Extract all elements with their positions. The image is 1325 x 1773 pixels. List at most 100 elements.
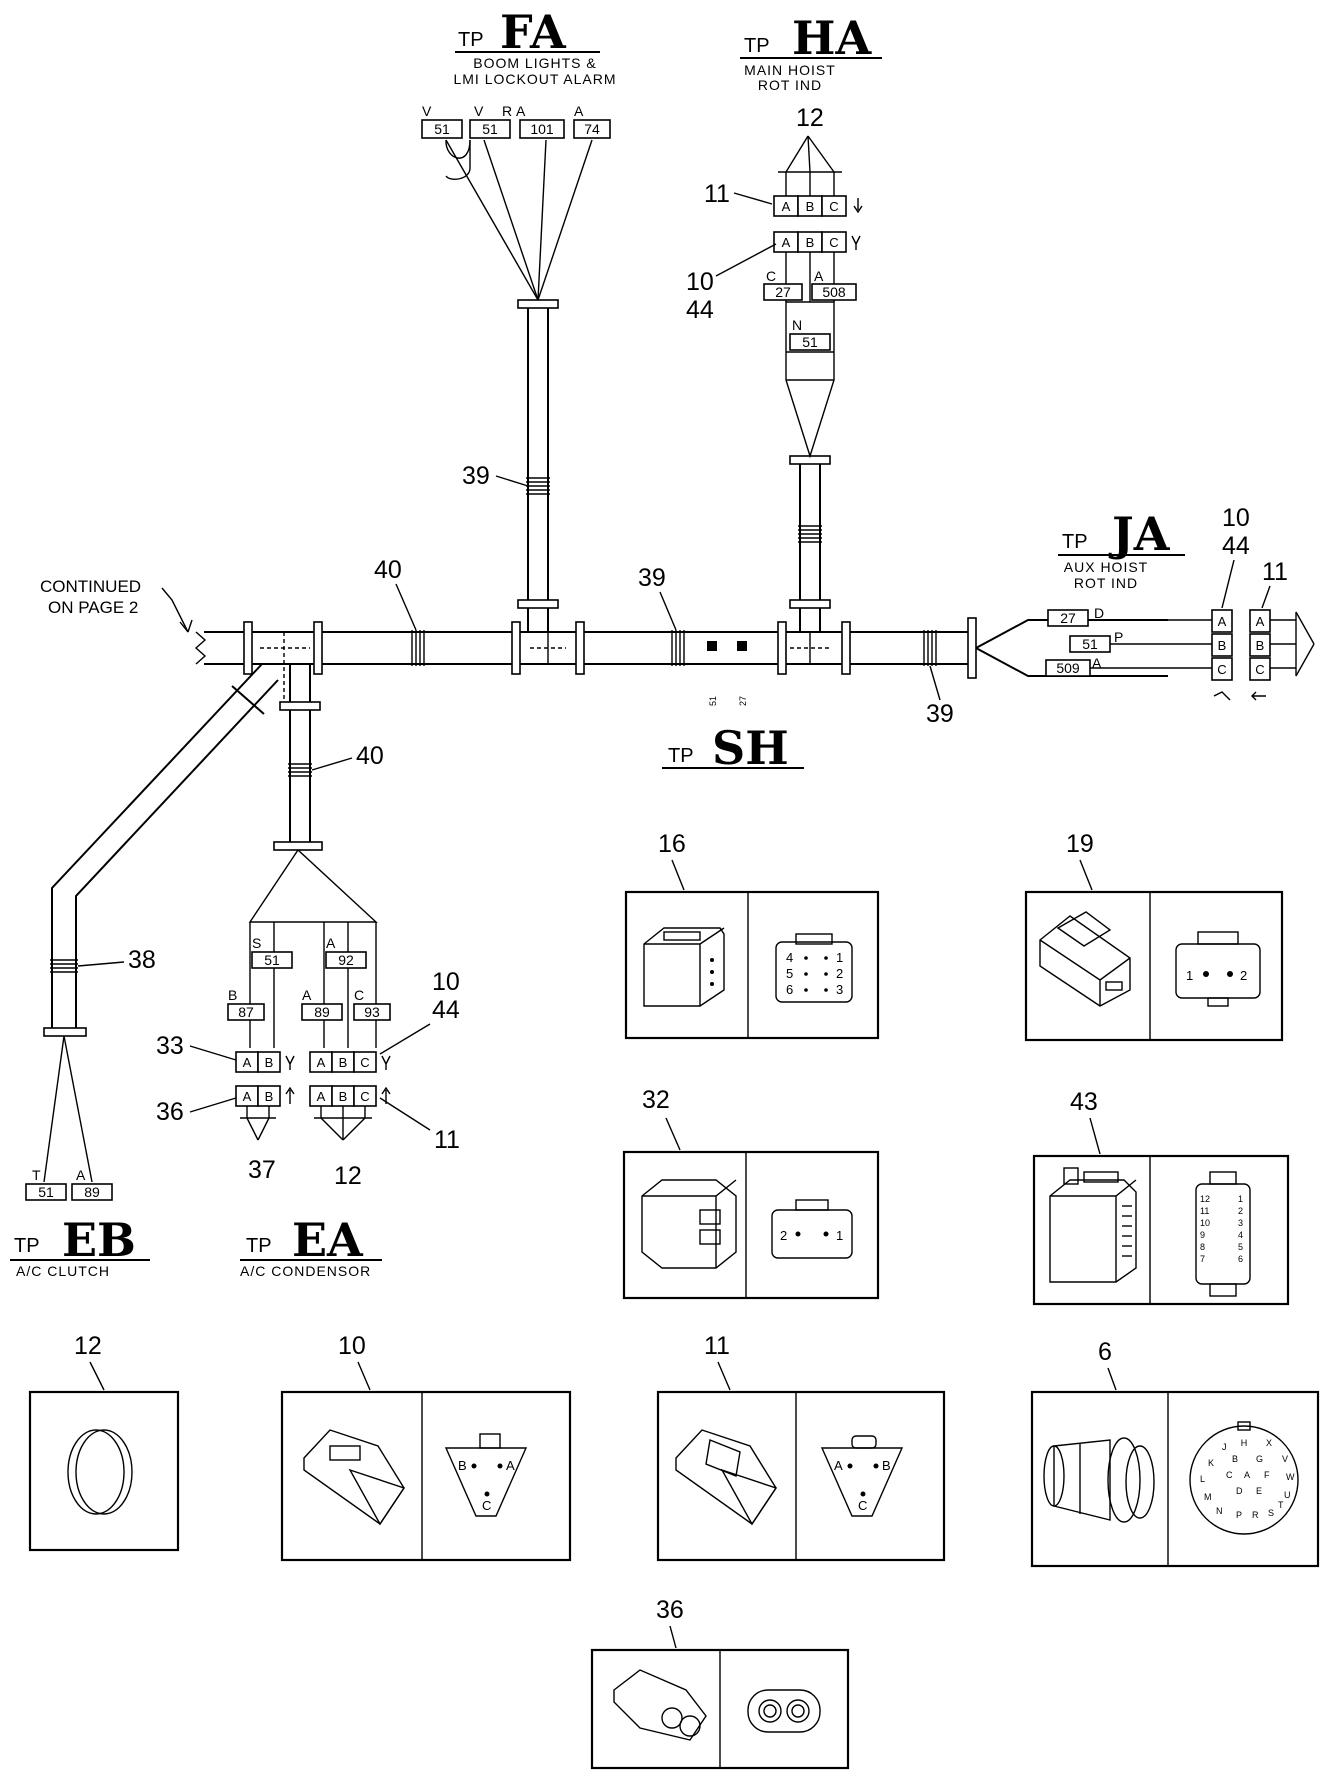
continued-leader (161, 587, 189, 633)
panel-43-housing-icon (1049, 1167, 1137, 1283)
panel-6-pin-f: F (1264, 1470, 1270, 1480)
ea-wire-labels: S A B A C 51 92 87 89 93 (227, 935, 391, 1021)
ha-wire-labels: C A N 27 508 51 (763, 268, 857, 351)
panel-43-pin-2: 2 (1238, 1206, 1243, 1216)
panel-16-pin-5: 5 (786, 966, 793, 981)
fa-letter-2: R (502, 103, 512, 119)
title-ea: TP EA A/C CONDENSOR (240, 1213, 382, 1279)
panel-6-pin-c: C (1226, 1470, 1233, 1480)
ja-letter-2: A (1092, 655, 1102, 671)
ha-pin-a-upper: A (782, 199, 791, 214)
ea10-pin-b: B (339, 1055, 348, 1070)
ea-letter-4: C (354, 987, 364, 1003)
panel-19-pinface-icon: 1 2 (1175, 931, 1261, 1007)
ha-pin-c-lower: C (829, 235, 838, 250)
title-eb-code: EB (62, 1213, 136, 1267)
part-panel-19: 19 1 2 (1024, 830, 1284, 1042)
ea10-pin-a: A (317, 1055, 326, 1070)
callout-44-ea: 44 (432, 996, 460, 1024)
eb-branch: T A 51 89 (25, 663, 279, 1201)
splice-label-27: 27 (738, 696, 748, 706)
panel-6-pin-a: A (1244, 1470, 1250, 1480)
title-ea-code: EA (292, 1213, 364, 1267)
callout-36-ea: 36 (156, 1098, 184, 1126)
panel-43-pin-4: 4 (1238, 1230, 1243, 1240)
panel-6-pin-w: W (1286, 1472, 1295, 1482)
panel-6-pin-l: L (1200, 1474, 1205, 1484)
ea-letter-1: A (326, 935, 336, 951)
panel-11-housing-icon (675, 1429, 778, 1526)
part-panel-6: 6 H X J B G V K C A F W L D E U (1030, 1338, 1320, 1568)
callout-33: 33 (156, 1032, 184, 1060)
eb-wire-0: 51 (38, 1184, 54, 1200)
panel-6-pin-p: P (1236, 1510, 1242, 1520)
ha-letter-2: N (792, 317, 802, 333)
panel-16-pin-6: 6 (786, 982, 793, 997)
ja-wire-2: 509 (1056, 660, 1080, 676)
panel-43-pin-11: 11 (1200, 1206, 1209, 1216)
panel-11-pin-a: A (834, 1458, 843, 1473)
splice-27 (737, 641, 747, 651)
callout-10-ja: 10 (1222, 504, 1250, 532)
panel-43-pin-9: 9 (1200, 1230, 1205, 1240)
ha-pin-a-lower: A (782, 235, 791, 250)
fa-wire-3: 74 (584, 121, 600, 137)
panel-43-pin-5: 5 (1238, 1242, 1243, 1252)
part-panel-43: 43 12 1 11 2 10 3 9 4 8 5 7 (1032, 1088, 1290, 1306)
ja-letter-1: P (1114, 629, 1123, 645)
panel-10-label: 10 (338, 1332, 366, 1360)
panel-36-housing-icon (613, 1669, 707, 1741)
title-ha-line2: ROT IND (758, 77, 822, 93)
ea-letter-3: A (302, 987, 312, 1003)
ha-letter-0: C (766, 268, 776, 284)
ha-letter-1: A (814, 268, 824, 284)
callout-11-ja: 11 (1262, 558, 1288, 586)
panel-6-pin-g: G (1256, 1454, 1263, 1464)
callout-10-ha: 10 (686, 268, 714, 296)
panel-16-pin-1: 1 (836, 950, 843, 965)
panel-16-housing-icon (643, 927, 725, 1007)
continued-note: CONTINUED ON PAGE 2 (40, 577, 207, 665)
fa-wire-1: 51 (482, 121, 498, 137)
panel-43-pin-1: 1 (1238, 1194, 1243, 1204)
main-trunk: 51 27 (204, 617, 1168, 706)
panel-6-pin-v: V (1282, 1454, 1288, 1464)
ea-wire-0: 51 (264, 952, 280, 968)
ea-connectors: A B A B C A B A B C (235, 1051, 391, 1141)
callout-10-ea: 10 (432, 968, 460, 996)
continued-line1: CONTINUED (40, 577, 141, 596)
panel-12-label: 12 (74, 1332, 102, 1360)
ja-letter-0: D (1094, 605, 1104, 621)
fa-letter-3: A (516, 103, 526, 119)
ea11-pin-b: B (339, 1089, 348, 1104)
title-ja-prefix: TP (1062, 531, 1088, 553)
callout-44-ja: 44 (1222, 532, 1250, 560)
panel-11-pin-b: B (882, 1458, 891, 1473)
panel-16-pin-3: 3 (836, 982, 843, 997)
ea33-pin-b: B (265, 1055, 274, 1070)
panel-32-label: 32 (642, 1086, 670, 1114)
ja-pin-a-right: A (1256, 614, 1265, 629)
panel-6-pin-t: T (1278, 1500, 1284, 1510)
ea36-pin-b: B (265, 1089, 274, 1104)
callout-38: 38 (128, 946, 156, 974)
ea-wire-2: 87 (238, 1004, 254, 1020)
panel-6-pin-u: U (1284, 1490, 1291, 1500)
panel-43-pin-6: 6 (1238, 1254, 1243, 1264)
ha-pin-b-lower: B (806, 235, 815, 250)
panel-6-pin-d: D (1236, 1486, 1243, 1496)
panel-6-pin-h: H (1241, 1438, 1248, 1448)
part-panel-12: 12 (28, 1332, 180, 1552)
panel-19-housing-icon (1039, 911, 1131, 1007)
callout-37: 37 (248, 1156, 276, 1184)
title-sh-code: SH (712, 721, 789, 775)
title-sh-prefix: TP (668, 745, 694, 767)
ha-pin-b-upper: B (806, 199, 815, 214)
fa-branch (445, 139, 593, 632)
panel-43-pinface-icon: 12 1 11 2 10 3 9 4 8 5 7 6 (1195, 1171, 1251, 1297)
panel-6-label: 6 (1098, 1338, 1112, 1366)
callout-40-branch: 40 (356, 742, 384, 770)
title-fa-code: FA (500, 5, 567, 59)
callout-11-ha: 11 (704, 180, 730, 208)
